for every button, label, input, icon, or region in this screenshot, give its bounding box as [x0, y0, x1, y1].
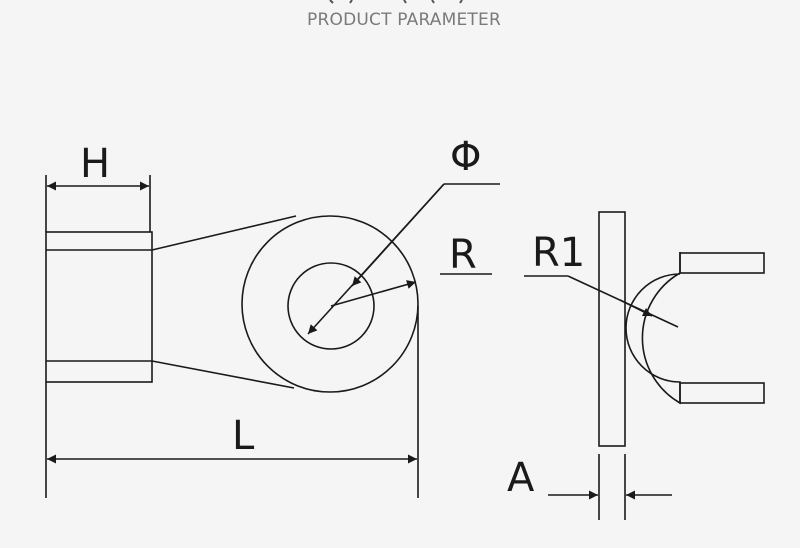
fork-u-shape [625, 252, 765, 405]
dimension-a [548, 454, 672, 520]
label-r: R [449, 232, 477, 278]
label-r1: R1 [532, 230, 585, 276]
dimension-r [330, 273, 492, 307]
label-h: H [80, 141, 110, 187]
dimension-phi [307, 183, 500, 335]
cut-off-title [329, 0, 463, 4]
dimension-r1 [524, 275, 679, 328]
dimension-l [45, 306, 419, 498]
ring-tongue [151, 215, 419, 393]
ring-outer-circle [241, 215, 419, 393]
barrel-body [45, 231, 153, 383]
label-l: L [232, 413, 255, 459]
ring-hole-circle [287, 262, 375, 350]
label-phi: Φ [450, 134, 481, 180]
label-a: A [507, 455, 535, 501]
plate-side-view [598, 211, 626, 447]
page-subtitle: PRODUCT PARAMETER [307, 10, 501, 30]
dimension-h [45, 175, 151, 232]
